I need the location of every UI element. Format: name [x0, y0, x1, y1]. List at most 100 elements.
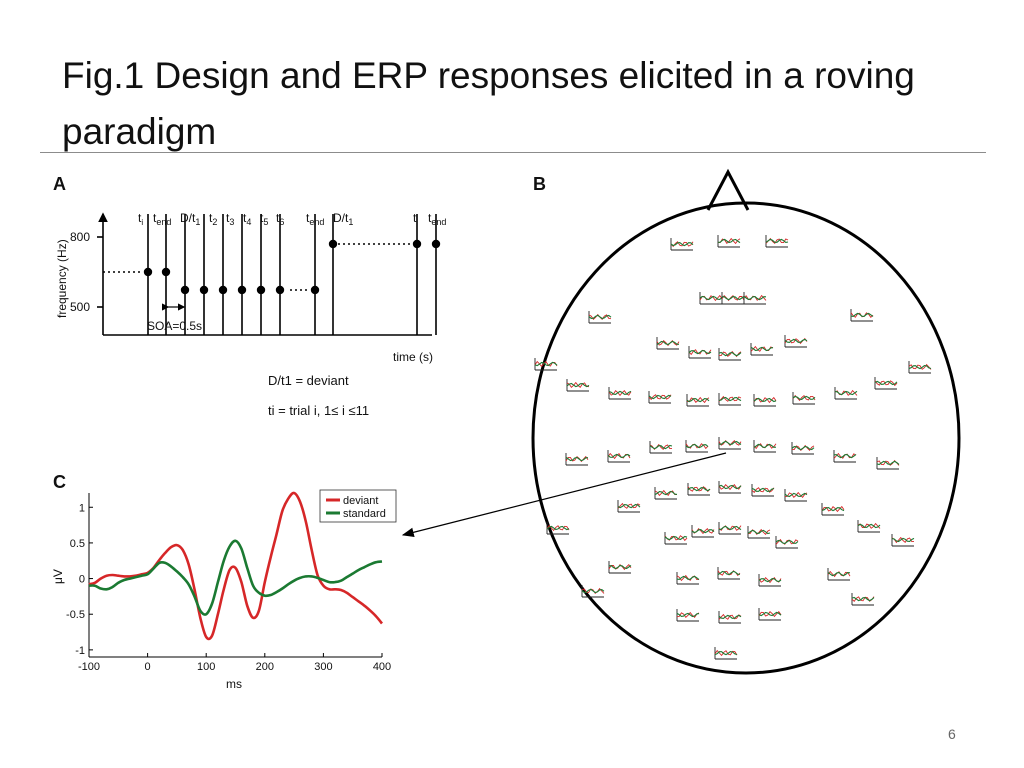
panel-a-tone-sequence: [103, 214, 441, 335]
electrode-waveform: [834, 387, 858, 400]
electrode-standard-trace: [566, 382, 590, 388]
panel-b-letter: B: [533, 174, 546, 194]
electrode-waveform: [676, 572, 700, 585]
electrode-waveform: [758, 608, 782, 621]
electrode-waveform: [617, 500, 641, 513]
tone-dot: [143, 267, 153, 277]
head-outline: [531, 201, 961, 675]
electrode-standard-trace: [718, 351, 742, 357]
panel-c-xlabel: ms: [226, 677, 242, 691]
electrode-waveform: [765, 235, 789, 248]
electrode-waveform: [821, 503, 845, 516]
label-t-end-3: tend: [428, 211, 446, 227]
electrode-standard-trace: [717, 570, 741, 576]
electrode-waveform: [718, 393, 742, 406]
panel-a-ytick-low-label: 500: [70, 300, 90, 314]
electrode-standard-trace: [851, 596, 875, 602]
electrode-standard-trace: [718, 614, 742, 619]
electrode-waveform: [718, 481, 742, 494]
panel-a-xlabel: time (s): [393, 350, 433, 364]
electrode-standard-trace: [792, 395, 816, 400]
electrode-waveform: [676, 609, 700, 622]
electrode-waveform: [685, 440, 709, 453]
electrode-standard-trace: [607, 453, 631, 458]
electrode-deviant-trace: [717, 237, 741, 245]
electrode-waveform: [649, 441, 673, 454]
electrode-waveform: [792, 392, 816, 405]
electrode-waveform: [850, 309, 874, 322]
legend-label-deviant: deviant: [343, 495, 378, 507]
electrode-standard-trace: [649, 444, 673, 450]
electrode-standard-trace: [874, 380, 898, 386]
electrode-standard-trace: [876, 460, 900, 466]
electrode-waveform: [743, 292, 767, 305]
electrode-standard-trace: [714, 651, 738, 656]
electrode-waveform: [721, 292, 745, 305]
electrode-deviant-trace: [718, 395, 742, 402]
electrode-standard-trace: [718, 525, 742, 531]
label-t-i-2: ti: [413, 211, 418, 227]
electrode-waveform: [857, 520, 881, 533]
tone-dot: [310, 285, 320, 295]
electrode-waveform: [784, 489, 808, 502]
label-t3: t3: [226, 211, 234, 227]
label-t-end: tend: [153, 211, 171, 227]
electrode-waveform: [608, 561, 632, 574]
electrode-deviant-trace: [565, 455, 589, 463]
electrode-waveform: [758, 574, 782, 587]
electrode-standard-trace: [656, 340, 680, 346]
label-t4: t4: [243, 211, 251, 227]
electrode-deviant-trace: [784, 491, 808, 498]
slide-title: Fig.1 Design and ERP responses elicited …: [62, 55, 915, 152]
electrode-standard-trace: [718, 484, 742, 490]
electrode-waveform: [664, 532, 688, 545]
tone-dot: [412, 239, 422, 249]
y-tick-label: 0.5: [70, 538, 85, 550]
electrode-deviant-trace: [908, 363, 932, 370]
electrode-waveform: [717, 567, 741, 580]
electrode-standard-trace: [747, 529, 771, 535]
electrode-standard-trace: [753, 443, 777, 448]
electrode-standard-trace: [718, 396, 742, 402]
electrode-standard-trace: [608, 390, 632, 395]
electrode-waveform: [753, 440, 777, 453]
electrode-deviant-trace: [753, 396, 777, 404]
electrode-waveform: [691, 525, 715, 538]
electrode-standard-trace: [834, 390, 858, 396]
electrode-standard-trace: [765, 238, 789, 243]
tone-dot: [218, 285, 228, 295]
tone-dot: [431, 239, 441, 249]
electrode-standard-trace: [791, 445, 815, 451]
electrode-standard-trace: [721, 296, 745, 301]
panel-c-letter: C: [53, 472, 66, 492]
electrode-standard-trace: [833, 454, 857, 459]
panel-a-ytick-high-label: 800: [70, 230, 90, 244]
electrode-deviant-trace: [656, 340, 680, 347]
electrode-standard-trace: [608, 565, 632, 570]
electrode-waveform: [750, 343, 774, 356]
electrode-standard-trace: [750, 346, 774, 352]
label-t-i: ti: [138, 211, 143, 227]
electrode-deviant-trace: [718, 440, 742, 447]
electrode-deviant-trace: [827, 570, 851, 578]
label-t6: t6: [276, 211, 284, 227]
electrode-standard-trace: [670, 242, 694, 247]
electrode-waveform: [751, 484, 775, 497]
legend-label-standard: standard: [343, 508, 386, 520]
electrode-waveform: [833, 450, 857, 463]
electrode-standard-trace: [758, 611, 782, 617]
electrode-deviant-trace: [608, 390, 632, 397]
legend-trial-text: ti = trial i, 1≤ i ≤11: [268, 403, 369, 418]
electrode-deviant-trace: [688, 349, 712, 356]
electrode-waveform: [851, 593, 875, 606]
label-deviant-2: D/t1: [333, 211, 353, 227]
y-tick-label: -0.5: [66, 609, 85, 621]
electrode-standard-trace: [581, 588, 605, 594]
electrode-waveform: [753, 394, 777, 407]
electrode-standard-trace: [908, 365, 932, 370]
electrode-standard-trace: [857, 523, 881, 529]
electrode-waveform: [876, 457, 900, 470]
tone-dot: [161, 267, 171, 277]
